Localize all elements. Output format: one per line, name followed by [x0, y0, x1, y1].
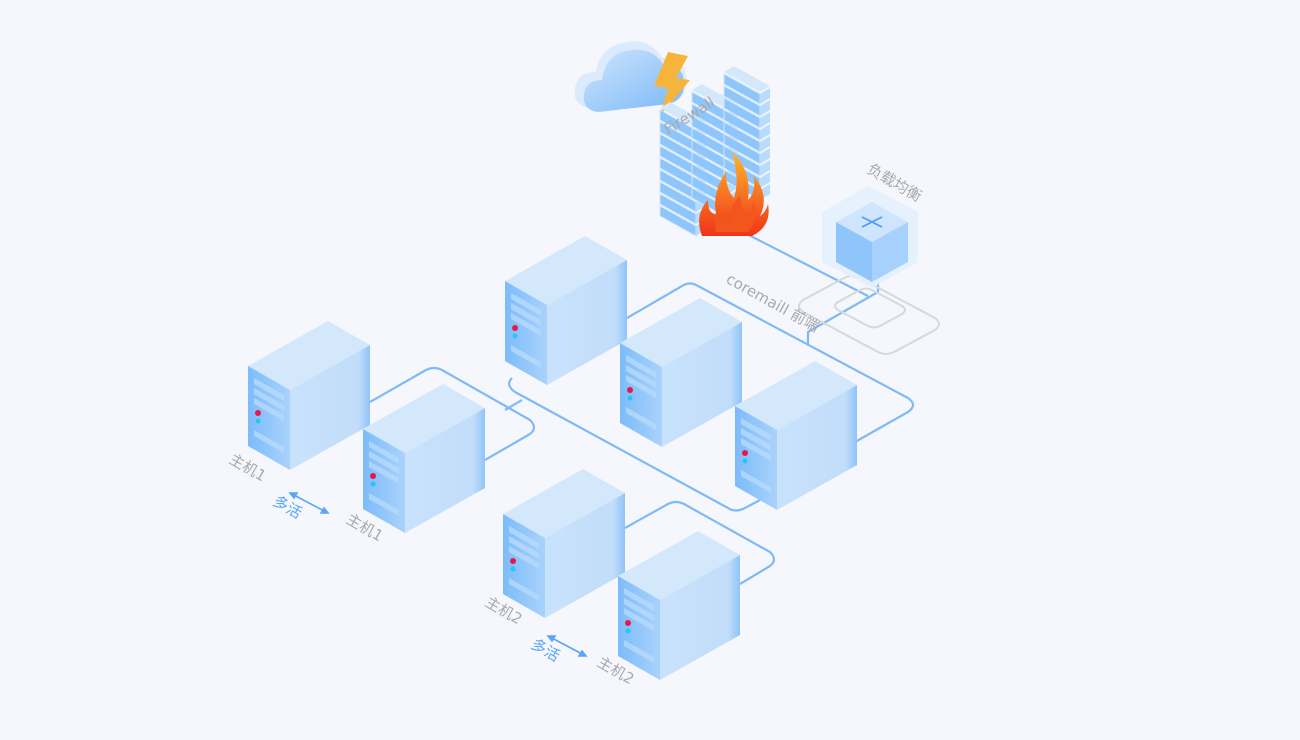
link-firewall-lb — [734, 227, 869, 297]
drive-bay — [626, 365, 656, 388]
drive-bay — [511, 293, 541, 316]
status-led-red — [370, 473, 376, 479]
server-side — [545, 493, 625, 618]
status-led-cyan — [255, 418, 261, 424]
drive-bay — [369, 441, 399, 464]
drive-bay — [254, 388, 284, 411]
drive-bay — [369, 451, 399, 474]
server-side — [660, 555, 740, 680]
drive-bay — [509, 546, 539, 569]
drive-bay — [626, 355, 656, 378]
server-top — [735, 361, 857, 430]
drive-bay — [624, 640, 654, 663]
server-host2-b — [618, 531, 740, 680]
status-led-cyan — [625, 628, 631, 634]
drive-bay — [511, 303, 541, 326]
link-frontend-lower — [508, 377, 761, 512]
active-active-label-2: 多活 — [528, 635, 563, 666]
link-host1-loop — [369, 366, 536, 461]
active-active-label-1: 多活 — [270, 492, 305, 523]
server-top — [363, 384, 485, 453]
server-host2-a — [503, 469, 625, 618]
status-led-cyan — [742, 458, 748, 464]
status-led-red — [510, 558, 516, 564]
drive-bay — [626, 375, 656, 398]
status-led-cyan — [512, 333, 518, 339]
server-side — [777, 385, 857, 510]
drive-bay — [254, 430, 284, 453]
server-host1-a — [248, 321, 370, 470]
drive-bay — [741, 438, 771, 461]
server-top — [248, 321, 370, 390]
link-host2-loop — [624, 500, 776, 585]
status-led-red — [625, 620, 631, 626]
active-active-arrow-icon — [546, 635, 588, 657]
drive-bay — [369, 493, 399, 516]
drive-bay — [509, 526, 539, 549]
link-host1-core — [504, 399, 523, 411]
drive-bay — [624, 598, 654, 621]
server-top — [505, 236, 627, 305]
status-led-cyan — [510, 566, 516, 572]
status-led-red — [627, 387, 633, 393]
server-frontend-3 — [735, 361, 857, 510]
active-active-arrow-icon — [288, 492, 330, 514]
server-side — [405, 408, 485, 533]
drive-bay — [624, 588, 654, 611]
drive-bay — [741, 428, 771, 451]
servers — [248, 236, 857, 680]
server-top — [618, 531, 740, 600]
status-led-red — [742, 450, 748, 456]
status-led-cyan — [370, 481, 376, 487]
drive-bay — [369, 461, 399, 484]
status-led-cyan — [627, 395, 633, 401]
drive-bay — [254, 398, 284, 421]
server-top — [620, 298, 742, 367]
drive-bay — [741, 418, 771, 441]
server-frontend-2 — [620, 298, 742, 447]
router-icon — [861, 216, 883, 228]
flame-icon — [699, 152, 769, 236]
drive-bay — [509, 578, 539, 601]
status-led-red — [512, 325, 518, 331]
server-top — [503, 469, 625, 538]
server-side — [662, 322, 742, 447]
server-frontend-1 — [505, 236, 627, 385]
server-side — [547, 260, 627, 385]
drive-bay — [511, 345, 541, 368]
link-frontend-loop — [626, 282, 915, 443]
drive-bay — [254, 378, 284, 401]
drive-bay — [624, 608, 654, 631]
host1-label-a: 主机1 — [226, 450, 269, 485]
drive-bay — [741, 470, 771, 493]
server-host1-b — [363, 384, 485, 533]
lightning-icon — [654, 52, 690, 116]
server-side — [290, 345, 370, 470]
status-led-red — [255, 410, 261, 416]
internet-cloud-icon — [574, 41, 687, 113]
drive-bay — [511, 313, 541, 336]
drive-bay — [626, 407, 656, 430]
drive-bay — [509, 536, 539, 559]
